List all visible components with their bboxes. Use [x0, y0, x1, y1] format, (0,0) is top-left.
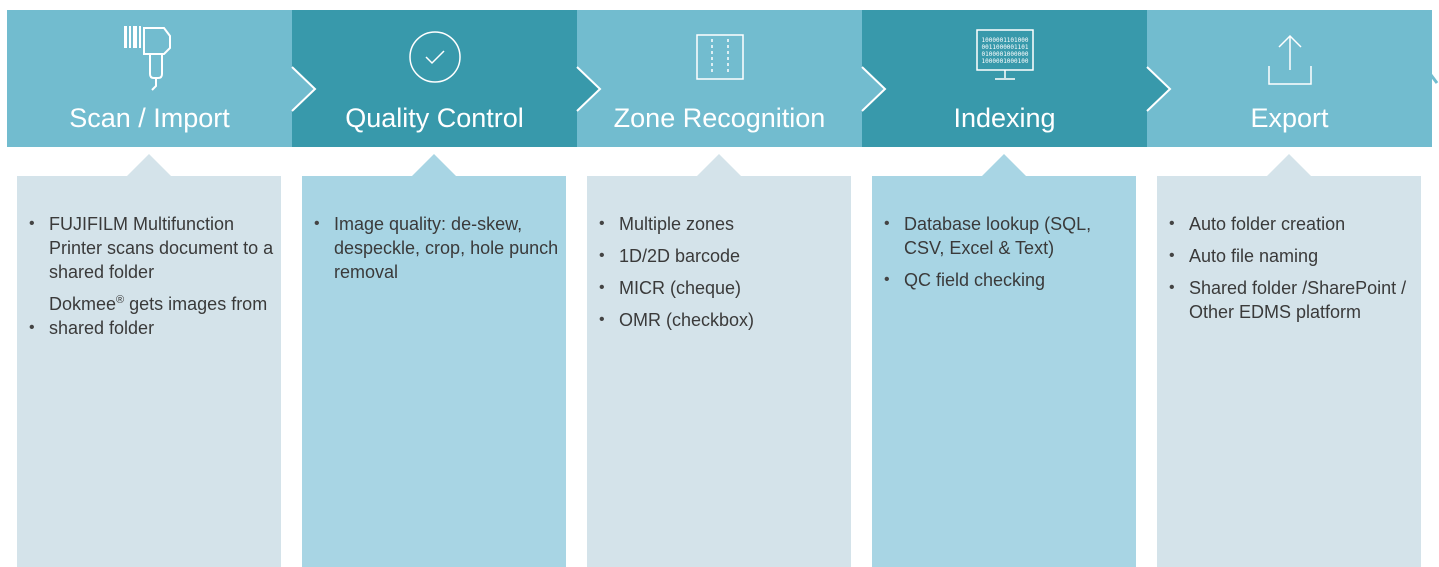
bullet-list: Auto folder creation Auto file naming Sh… — [1167, 212, 1415, 332]
step-export: Export — [1147, 10, 1432, 147]
step-title: Zone Recognition — [613, 103, 826, 133]
list-item: MICR (cheque) — [597, 276, 845, 300]
item-text: gets images from shared folder — [49, 294, 268, 338]
bullet-list: Database lookup (SQL, CSV, Excel & Text)… — [882, 212, 1130, 300]
list-item: Auto folder creation — [1167, 212, 1415, 236]
list-item: QC field checking — [882, 268, 1130, 292]
binary-line: 1000001101000 — [981, 37, 1028, 44]
list-item: Auto file naming — [1167, 244, 1415, 268]
item-text: Image quality: de-skew, despeckle, crop,… — [334, 214, 559, 282]
list-item: FUJIFILM Multifunction Printer scans doc… — [27, 212, 275, 284]
list-item: Multiple zones — [597, 212, 845, 236]
binary-line: 0011000001101 — [981, 44, 1028, 51]
panel-pointer — [982, 154, 1026, 176]
chevron-right-icon — [855, 10, 887, 147]
panel-pointer — [1267, 154, 1311, 176]
list-item: Database lookup (SQL, CSV, Excel & Text) — [882, 212, 1130, 260]
barcode-scanner-icon — [7, 22, 292, 92]
item-text: FUJIFILM Multifunction Printer scans doc… — [49, 214, 274, 282]
item-text: Auto file naming — [1189, 246, 1319, 266]
list-item: Image quality: de-skew, despeckle, crop,… — [312, 212, 560, 284]
panel-indexing: Database lookup (SQL, CSV, Excel & Text)… — [872, 176, 1136, 567]
list-item: 1D/2D barcode — [597, 244, 845, 268]
panel-pointer — [127, 154, 171, 176]
step-scan-import: Scan / Import — [7, 10, 292, 147]
check-circle-icon — [292, 22, 577, 92]
panel-quality-control: Image quality: de-skew, despeckle, crop,… — [302, 176, 566, 567]
list-item: Dokmee® gets images from shared folder — [27, 292, 275, 340]
item-text: MICR (cheque) — [619, 278, 742, 298]
chevron-right-icon — [570, 10, 602, 147]
chevron-right-icon — [1140, 10, 1172, 147]
item-text: 1D/2D barcode — [619, 246, 741, 266]
panel-scan-import: FUJIFILM Multifunction Printer scans doc… — [17, 176, 281, 567]
panel-pointer — [412, 154, 456, 176]
chevron-right-icon — [285, 10, 317, 147]
item-text: Database lookup (SQL, CSV, Excel & Text) — [904, 214, 1092, 258]
step-title: Indexing — [953, 103, 1056, 133]
step-title: Quality Control — [345, 103, 524, 133]
step-title: Scan / Import — [69, 103, 230, 133]
list-item: OMR (checkbox) — [597, 308, 845, 332]
binary-line: 0100001000000 — [981, 51, 1028, 58]
step-indexing: 1000001101000 0011000001101 010000100000… — [862, 10, 1147, 147]
bullet-list: FUJIFILM Multifunction Printer scans doc… — [27, 212, 275, 348]
bullet-list: Multiple zones 1D/2D barcode MICR (chequ… — [597, 212, 845, 340]
item-text: OMR (checkbox) — [619, 310, 755, 330]
panel-pointer — [697, 154, 741, 176]
list-item: Shared folder /SharePoint / Other EDMS p… — [1167, 276, 1415, 324]
panel-export: Auto folder creation Auto file naming Sh… — [1157, 176, 1421, 567]
upload-icon — [1147, 22, 1432, 92]
binary-line: 1000001000100 — [981, 58, 1028, 65]
chevron-right-icon — [1425, 10, 1439, 147]
step-zone-recognition: Zone Recognition — [577, 10, 862, 147]
document-zones-icon — [577, 22, 862, 92]
registered-mark: ® — [116, 294, 125, 306]
item-text: Auto folder creation — [1189, 214, 1346, 234]
item-text: Multiple zones — [619, 214, 735, 234]
item-text: Dokmee — [49, 294, 117, 314]
item-text: QC field checking — [904, 270, 1046, 290]
binary-monitor-icon: 1000001101000 0011000001101 010000100000… — [862, 22, 1147, 92]
bullet-list: Image quality: de-skew, despeckle, crop,… — [312, 212, 560, 292]
panel-zone-recognition: Multiple zones 1D/2D barcode MICR (chequ… — [587, 176, 851, 567]
step-quality-control: Quality Control — [292, 10, 577, 147]
item-text: Shared folder /SharePoint / Other EDMS p… — [1189, 278, 1407, 322]
step-title: Export — [1250, 103, 1329, 133]
